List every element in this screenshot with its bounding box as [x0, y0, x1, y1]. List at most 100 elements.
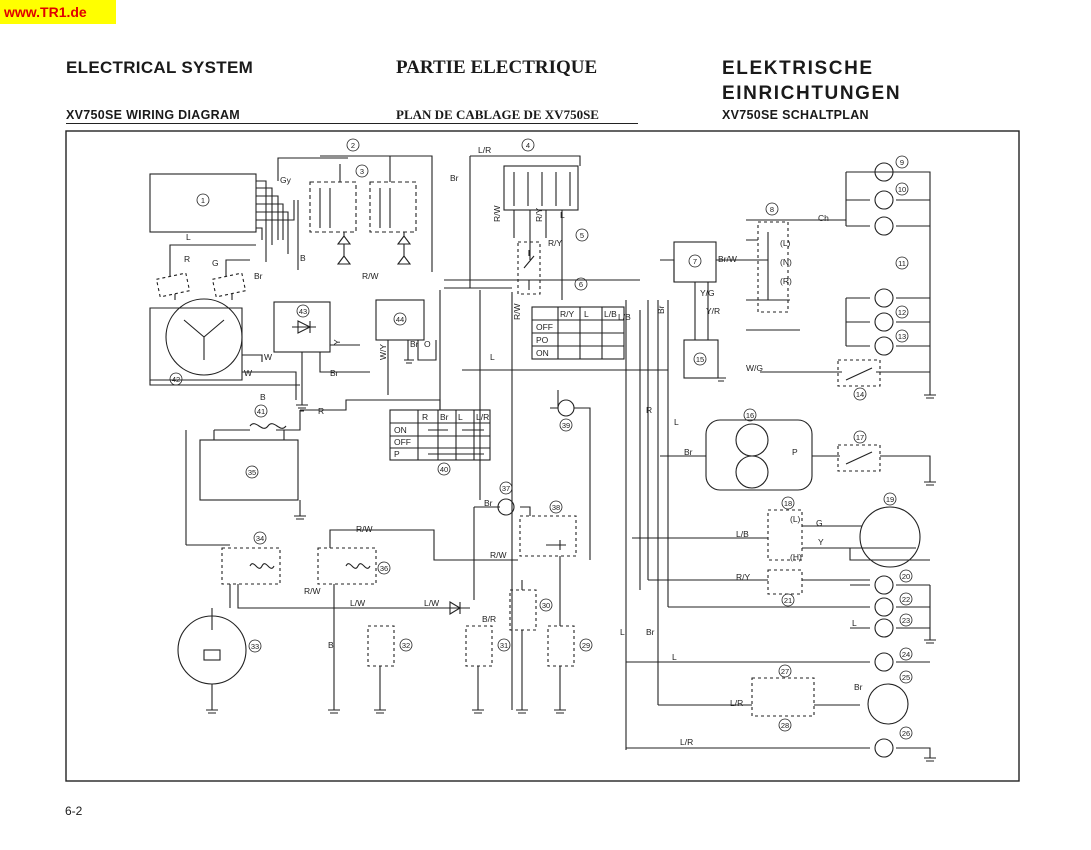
wire-label: O — [424, 339, 431, 349]
component-number-ring — [781, 496, 795, 510]
wire-label: B — [260, 392, 266, 402]
title-german-line2: EINRICHTUNGEN — [722, 83, 902, 104]
component-number: 36 — [380, 564, 388, 573]
wire-label: L/B — [736, 529, 749, 539]
wire-label: Br — [254, 271, 263, 281]
component-number: 39 — [562, 421, 570, 430]
wire-label: L — [672, 652, 677, 662]
component-number: 21 — [784, 596, 792, 605]
wire-label: G — [816, 518, 823, 528]
component-number-ring — [575, 228, 589, 242]
handlebar-switch-label: (L) — [780, 238, 791, 248]
component-number-ring — [781, 593, 795, 607]
component-number: 10 — [898, 185, 906, 194]
wire-label: L/W — [350, 598, 365, 608]
component-number-ring — [579, 638, 593, 652]
component-number: 14 — [856, 390, 864, 399]
wire-label: R/W — [362, 271, 379, 281]
wire-label: Ch — [818, 213, 829, 223]
light-switch-header: L — [584, 309, 589, 319]
component-number-ring — [895, 155, 909, 169]
component-number: 40 — [440, 465, 448, 474]
component-number: 31 — [500, 641, 508, 650]
component-number: 27 — [781, 667, 789, 676]
wire-label: W — [244, 368, 252, 378]
component-number-ring — [559, 418, 573, 432]
light-switch-header: L/B — [604, 309, 617, 319]
component-number: 18 — [784, 499, 792, 508]
component-number-ring — [169, 372, 183, 386]
component-number: 29 — [582, 641, 590, 650]
component-number-ring — [393, 312, 407, 326]
light-switch-row: ON — [536, 348, 549, 358]
component-number-ring — [693, 352, 707, 366]
wire-label: R/Y — [736, 572, 751, 582]
component-number: 13 — [898, 332, 906, 341]
light-switch-row: PO — [536, 335, 549, 345]
component-number: 38 — [552, 503, 560, 512]
wire-label: Br — [484, 498, 493, 508]
component-number: 42 — [172, 375, 180, 384]
dimmer-label: (L) — [790, 514, 801, 524]
main-switch-header: L/R — [476, 412, 489, 422]
title-german-line1: ELEKTRISCHE — [722, 58, 874, 79]
component-number-ring — [899, 592, 913, 606]
component-number: 34 — [256, 534, 264, 543]
component-number-ring — [346, 138, 360, 152]
component-number-ring — [778, 718, 792, 732]
title-english: ELECTRICAL SYSTEM — [66, 58, 254, 77]
component-number: 25 — [902, 673, 910, 682]
wire-label: B — [300, 253, 306, 263]
wire-label: Y/R — [706, 306, 720, 316]
component-number-ring — [521, 138, 535, 152]
wire-label: R — [184, 254, 190, 264]
handlebar-switch-label: (R) — [780, 276, 792, 286]
light-switch-header: R/Y — [560, 309, 575, 319]
wire-label: L — [186, 232, 191, 242]
page-number: 6-2 — [65, 804, 83, 818]
wire-label: B — [328, 640, 334, 650]
component-number: 24 — [902, 650, 910, 659]
component-number: 3 — [360, 167, 364, 176]
header-rule — [66, 123, 638, 124]
component-number: 15 — [696, 355, 704, 364]
component-number-ring — [196, 193, 210, 207]
wire-label: L/W — [424, 598, 439, 608]
component-number-ring — [895, 182, 909, 196]
wire-label: Br — [410, 339, 419, 349]
wire-label: Br — [684, 447, 693, 457]
component-number: 23 — [902, 616, 910, 625]
component-number: 32 — [402, 641, 410, 650]
wire-label: R/W — [356, 524, 373, 534]
component-number-ring — [899, 569, 913, 583]
component-number-ring — [778, 664, 792, 678]
component-number: 8 — [770, 205, 774, 214]
component-number-ring — [437, 462, 451, 476]
subtitle-german: XV750SE SCHALTPLAN — [722, 108, 869, 122]
wire-label: L — [490, 352, 495, 362]
subtitle-english: XV750SE WIRING DIAGRAM — [66, 108, 240, 122]
component-number: 6 — [579, 280, 583, 289]
watermark: www.TR1.de — [0, 0, 116, 24]
component-number: 7 — [693, 257, 697, 266]
main-switch-header: Br — [440, 412, 449, 422]
component-number-ring — [253, 531, 267, 545]
component-number: 1 — [201, 196, 205, 205]
wire-label: L — [620, 627, 625, 637]
wire-label: R — [646, 405, 652, 415]
dimmer-label: (H) — [790, 552, 802, 562]
wire-label: R — [318, 406, 324, 416]
component-number: 28 — [781, 721, 789, 730]
handlebar-switch-label: (N) — [780, 257, 792, 267]
component-number-ring — [895, 256, 909, 270]
component-number-ring — [497, 638, 511, 652]
component-number-ring — [895, 305, 909, 319]
wire-label: R/W — [304, 586, 321, 596]
component-number: 9 — [900, 158, 904, 167]
main-switch-row: P — [394, 449, 400, 459]
component-number: 44 — [396, 315, 404, 324]
component-number-ring — [248, 639, 262, 653]
component-number: 11 — [898, 259, 906, 268]
wire-label: R/W — [490, 550, 507, 560]
wire-label: Br — [656, 305, 666, 314]
